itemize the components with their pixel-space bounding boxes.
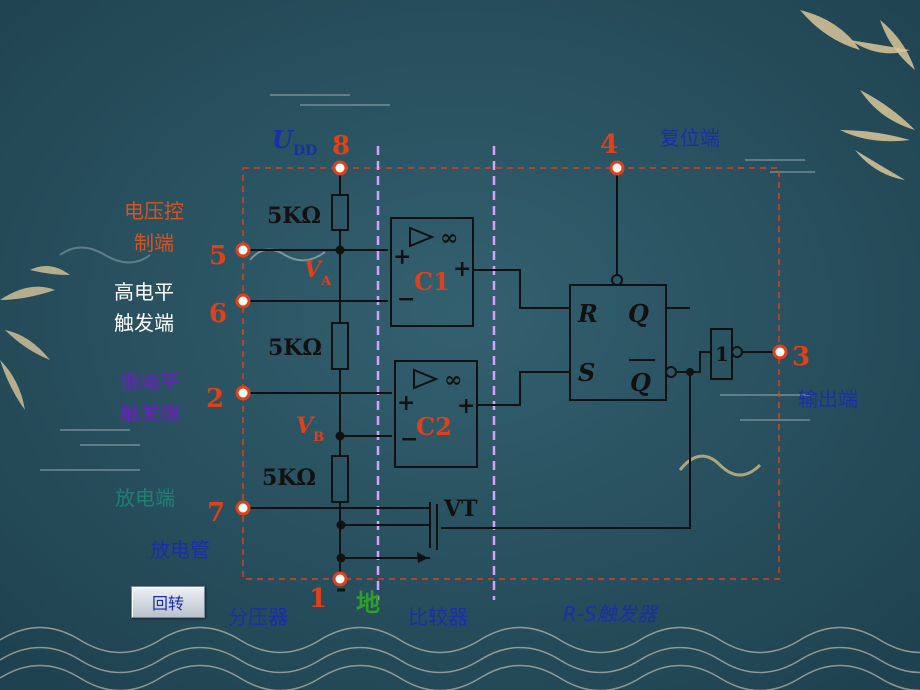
c2-minus-in: −: [400, 426, 418, 452]
decoration-bamboo-right: [800, 10, 915, 180]
discharge-tube-label: 放电管: [150, 538, 210, 562]
rs-flipflop-section-label: R-S触发器: [563, 602, 659, 626]
flipflop-r-input: R: [577, 299, 598, 328]
pin-number-7: 7: [207, 498, 225, 528]
transistor-arrow: [417, 552, 428, 563]
flipflop-q-output: Q: [628, 299, 649, 328]
decoration-clouds: [40, 94, 815, 471]
pin-3-terminal: [772, 344, 788, 360]
vb-subscript: B: [313, 430, 324, 445]
vb-label: VB: [296, 413, 324, 445]
high-trigger-label-line2: 触发端: [114, 311, 174, 335]
resistor-2: [331, 322, 349, 370]
infinity-c1: ∞: [440, 225, 458, 251]
pin-number-4: 4: [600, 130, 618, 160]
ground-label: 地: [356, 589, 380, 617]
qbar-bubble: [665, 366, 677, 378]
output-label: 输出端: [798, 387, 858, 411]
ic-boundary-box: [242, 167, 780, 580]
pin-1-terminal: [332, 571, 348, 587]
pin-number-6: 6: [209, 299, 227, 329]
transistor-label: VT: [443, 496, 478, 522]
inverter-label: 1: [715, 342, 729, 366]
junction-dots: [335, 245, 694, 563]
c2-plus-in: +: [397, 390, 415, 416]
inverter-bubble: [731, 346, 743, 358]
low-trigger-label-line1: 低电平: [120, 370, 180, 394]
flipflop-qbar-output: Q: [630, 368, 651, 397]
resistor-1-label: 5KΩ: [267, 203, 321, 229]
pin-circles: [235, 160, 788, 587]
pin-4-terminal: [609, 160, 625, 176]
va-subscript: A: [320, 274, 332, 289]
pin-7-terminal: [235, 500, 251, 516]
pin-8-terminal: [332, 160, 348, 176]
low-trigger-label-line2: 触发端: [120, 401, 180, 425]
reset-bubble: [611, 274, 623, 286]
pin-number-8: 8: [332, 131, 350, 161]
discharge-label: 放电端: [115, 486, 175, 510]
resistor-2-label: 5KΩ: [268, 335, 322, 361]
opamp-symbol-c1: [409, 226, 435, 248]
circuit-wires: [250, 168, 775, 572]
udd-label: UDD: [272, 125, 317, 159]
c1-plus-in: +: [393, 244, 411, 270]
udd-subscript: DD: [293, 143, 317, 159]
c2-plus-out: +: [457, 393, 475, 419]
comparator-c1: [390, 217, 474, 327]
c1-minus-in: −: [397, 286, 415, 312]
pin-number-1: 1: [309, 584, 327, 614]
resistor-3: [331, 455, 349, 503]
decoration-waves: [0, 454, 920, 690]
control-label-line2: 制端: [134, 231, 174, 255]
pin-number-2: 2: [206, 384, 224, 414]
control-label-line1: 电压控: [124, 199, 184, 223]
c1-plus-out: +: [453, 256, 471, 282]
va-label: VA: [304, 257, 332, 289]
reset-label: 复位端: [660, 126, 720, 150]
comparator-c1-label: C1: [414, 267, 450, 296]
infinity-c2: ∞: [444, 367, 462, 393]
pin-2-terminal: [235, 385, 251, 401]
comparator-c2: [394, 360, 478, 468]
decoration-bamboo-left: [0, 266, 70, 410]
comparator-c2-label: C2: [416, 412, 452, 441]
pin-5-terminal: [235, 242, 251, 258]
opamp-symbol-c2: [413, 368, 439, 390]
divider-section-label: 分压器: [228, 605, 288, 629]
back-button[interactable]: 回转: [131, 586, 205, 618]
pin-number-5: 5: [209, 241, 227, 271]
comparator-section-label: 比较器: [408, 605, 468, 629]
high-trigger-label-line1: 高电平: [114, 280, 174, 304]
flipflop-s-input: S: [578, 358, 595, 387]
resistor-3-label: 5KΩ: [262, 465, 316, 491]
pin-6-terminal: [235, 293, 251, 309]
pin-number-3: 3: [792, 342, 810, 372]
resistor-1: [331, 194, 349, 231]
